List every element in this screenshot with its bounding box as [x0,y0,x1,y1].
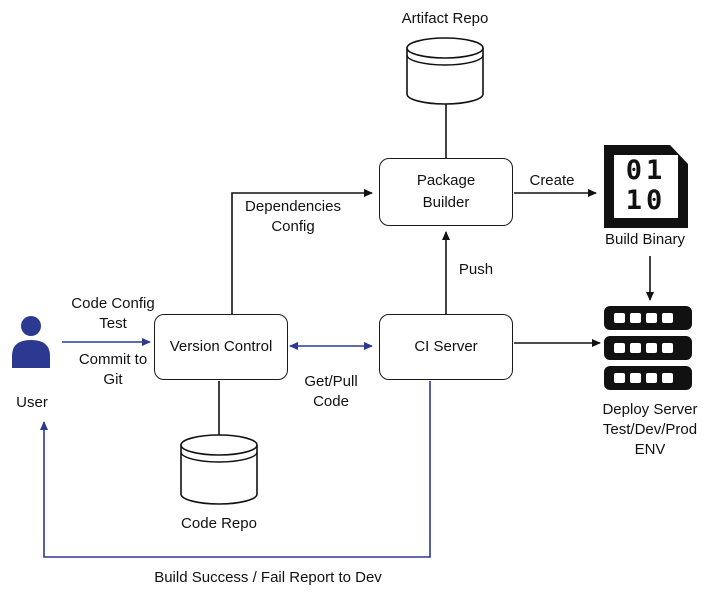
commit-label-line2: Git [103,371,123,388]
get-pull-label-line1: Get/Pull [304,373,358,390]
package-builder-label-line1: Package [416,172,476,189]
dependencies-label-line2: Config [271,218,315,235]
code-config-label-line1: Code Config [71,295,155,312]
binary-glyph-top: 01 [625,155,667,186]
dependencies-label-line1: Dependencies [245,198,341,215]
ci-server-node: CI Server [379,314,513,380]
report-to-dev-label: Build Success / Fail Report to Dev [154,569,382,586]
user-label: User [16,394,48,411]
deploy-server-label-line3: ENV [634,441,666,458]
deploy-server-label-line2: Test/Dev/Prod [602,421,698,438]
server-rack-icon [604,306,692,390]
get-pull-label-line2: Code [313,393,349,410]
report-to-dev-arrow [40,381,431,558]
binary-file-icon [604,145,688,228]
code-repo-database-icon [180,434,258,505]
dependencies-config-arrow [231,189,373,314]
package-builder-label-line2: Builder [422,194,470,211]
code-repo-label: Code Repo [181,515,257,532]
binary-glyph-bottom: 10 [625,185,667,216]
build-binary-label: Build Binary [604,231,686,248]
ci-server-label: CI Server [414,338,478,355]
artifact-repo-database-icon [406,37,484,105]
deploy-server-label-line1: Deploy Server [602,401,698,418]
artifact-repo-label: Artifact Repo [401,10,489,27]
user-icon [12,316,50,368]
code-config-label-line2: Test [99,315,127,332]
package-builder-node: Package Builder [379,158,513,226]
version-control-label: Version Control [169,338,273,355]
version-control-node: Version Control [154,314,288,380]
commit-label-line1: Commit to [78,351,148,368]
create-label: Create [529,172,575,189]
push-label: Push [458,261,494,278]
